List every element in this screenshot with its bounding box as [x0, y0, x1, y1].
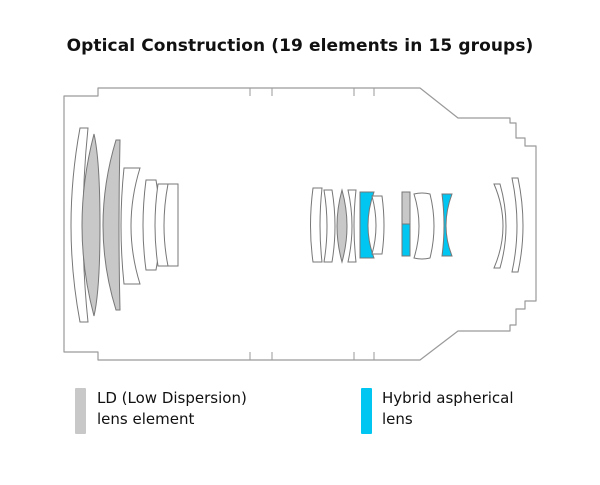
- legend-hybrid-line2: lens: [382, 410, 413, 428]
- legend-ld-line1: LD (Low Dispersion): [97, 389, 247, 407]
- lens-element-17: [493, 183, 507, 269]
- lens-element-3-ld: [102, 139, 121, 311]
- diagram-title: Optical Construction (19 elements in 15 …: [66, 36, 534, 56]
- lens-barrel-outline: [63, 87, 537, 361]
- lens-element-14-hybrid-layer: [401, 223, 411, 257]
- lens-element-4: [120, 167, 141, 285]
- legend-text-ld: LD (Low Dispersion) lens element: [97, 388, 247, 430]
- lens-element-8: [310, 187, 323, 263]
- lens-element-7: [163, 183, 179, 267]
- lens-element-12-hybrid: [359, 191, 375, 259]
- legend-swatch-ld: [75, 388, 86, 434]
- legend-ld-line2: lens element: [97, 410, 195, 428]
- lens-element-9: [323, 189, 336, 263]
- legend-swatch-hybrid: [361, 388, 372, 434]
- legend-hybrid-line1: Hybrid aspherical: [382, 389, 514, 407]
- lens-element-13: [371, 195, 385, 255]
- lens-element-1: [70, 127, 89, 323]
- lens-element-10-ld: [336, 188, 348, 264]
- lens-element-16-hybrid: [441, 193, 453, 257]
- lens-element-18: [511, 177, 524, 273]
- lens-element-15: [413, 192, 435, 260]
- legend-text-hybrid: Hybrid aspherical lens: [382, 388, 514, 430]
- lens-element-2-ld: [81, 133, 101, 317]
- lens-element-11: [347, 189, 357, 263]
